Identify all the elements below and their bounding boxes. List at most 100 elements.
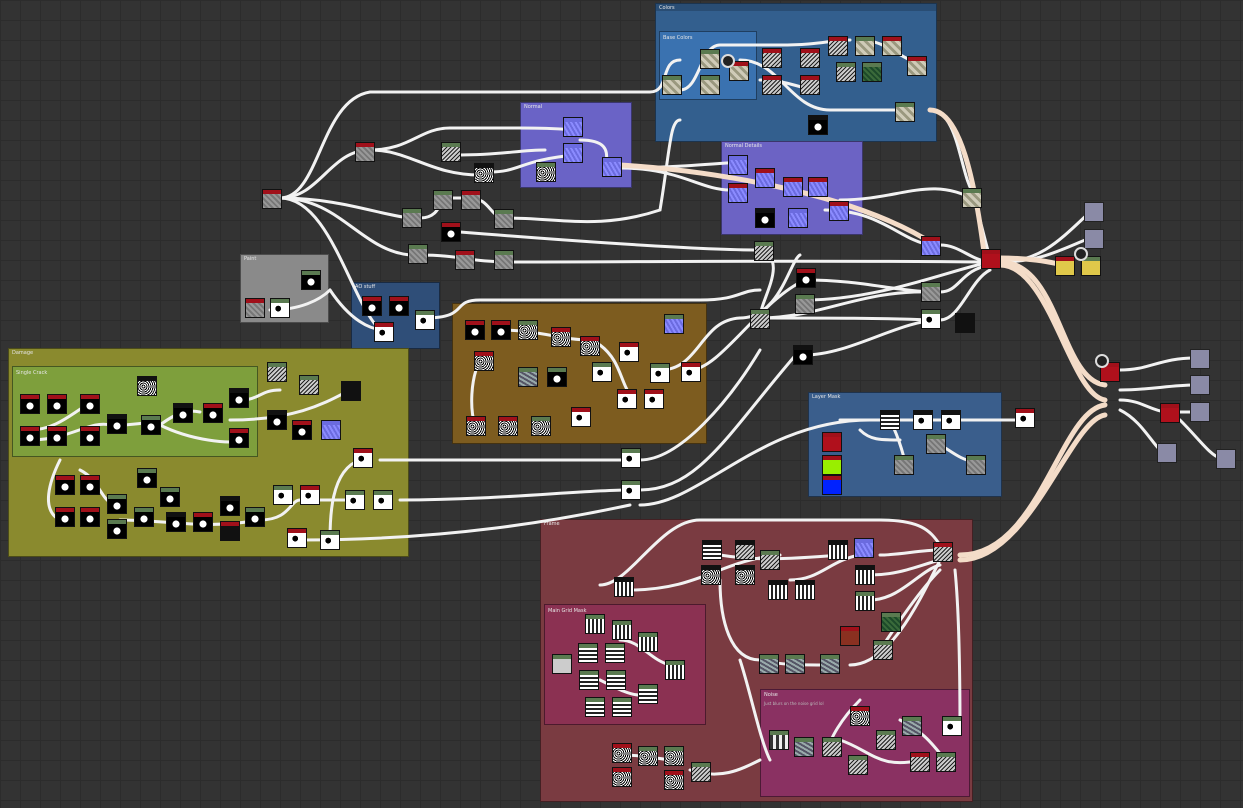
graph-node[interactable] — [822, 737, 842, 757]
graph-node[interactable] — [20, 394, 40, 414]
graph-node[interactable] — [855, 565, 875, 585]
output-node-3[interactable] — [1190, 349, 1210, 369]
graph-node[interactable] — [362, 296, 382, 316]
graph-node[interactable] — [474, 351, 494, 371]
graph-node[interactable] — [498, 416, 518, 436]
graph-node[interactable] — [700, 75, 720, 95]
graph-node[interactable] — [461, 190, 481, 210]
graph-node[interactable] — [455, 250, 475, 270]
graph-node[interactable] — [563, 143, 583, 163]
graph-node[interactable] — [592, 362, 612, 382]
graph-node[interactable] — [229, 428, 249, 448]
graph-node[interactable] — [955, 313, 975, 333]
graph-node[interactable] — [585, 697, 605, 717]
graph-node[interactable] — [402, 208, 422, 228]
graph-node[interactable] — [638, 684, 658, 704]
graph-node[interactable] — [355, 142, 375, 162]
graph-node[interactable] — [47, 426, 67, 446]
graph-node[interactable] — [389, 296, 409, 316]
graph-node[interactable] — [638, 632, 658, 652]
graph-node[interactable] — [321, 420, 341, 440]
graph-node[interactable] — [1055, 256, 1075, 276]
graph-node[interactable] — [579, 670, 599, 690]
layers-icon[interactable] — [721, 54, 735, 68]
graph-node[interactable] — [267, 410, 287, 430]
graph-node[interactable] — [855, 591, 875, 611]
graph-node[interactable] — [1160, 403, 1180, 423]
graph-node[interactable] — [612, 767, 632, 787]
graph-node[interactable] — [518, 367, 538, 387]
graph-node[interactable] — [1100, 362, 1120, 382]
graph-node[interactable] — [769, 730, 789, 750]
graph-node[interactable] — [166, 512, 186, 532]
graph-node[interactable] — [829, 201, 849, 221]
graph-node[interactable] — [55, 507, 75, 527]
graph-node[interactable] — [614, 577, 634, 597]
graph-node[interactable] — [638, 746, 658, 766]
graph-node[interactable] — [267, 362, 287, 382]
graph-node[interactable] — [808, 177, 828, 197]
graph-node[interactable] — [800, 48, 820, 68]
graph-node[interactable] — [292, 420, 312, 440]
graph-node[interactable] — [735, 540, 755, 560]
graph-node[interactable] — [785, 654, 805, 674]
graph-node[interactable] — [880, 410, 900, 430]
graph-node[interactable] — [795, 294, 815, 314]
output-node-1[interactable] — [1084, 202, 1104, 222]
graph-node[interactable] — [755, 168, 775, 188]
graph-node[interactable] — [299, 375, 319, 395]
graph-node[interactable] — [895, 102, 915, 122]
graph-node[interactable] — [287, 528, 307, 548]
graph-node[interactable] — [571, 407, 591, 427]
graph-node[interactable] — [20, 426, 40, 446]
gear-icon[interactable] — [1095, 354, 1109, 368]
graph-node[interactable] — [941, 410, 961, 430]
graph-node[interactable] — [245, 298, 265, 318]
graph-node[interactable] — [933, 542, 953, 562]
graph-node[interactable] — [850, 706, 870, 726]
graph-node[interactable] — [795, 580, 815, 600]
graph-node[interactable] — [203, 403, 223, 423]
graph-node[interactable] — [55, 475, 75, 495]
graph-node[interactable] — [621, 448, 641, 468]
graph-node[interactable] — [794, 737, 814, 757]
graph-node[interactable] — [981, 249, 1001, 269]
graph-node[interactable] — [270, 298, 290, 318]
graph-node[interactable] — [750, 309, 770, 329]
graph-node[interactable] — [580, 336, 600, 356]
graph-node[interactable] — [848, 755, 868, 775]
graph-node[interactable] — [882, 36, 902, 56]
graph-node[interactable] — [466, 416, 486, 436]
graph-node[interactable] — [921, 236, 941, 256]
graph-node[interactable] — [433, 190, 453, 210]
graph-node[interactable] — [220, 496, 240, 516]
graph-node[interactable] — [701, 565, 721, 585]
graph-node[interactable] — [374, 322, 394, 342]
graph-node[interactable] — [894, 455, 914, 475]
graph-node[interactable] — [759, 654, 779, 674]
graph-node[interactable] — [665, 660, 685, 680]
graph-node[interactable] — [762, 75, 782, 95]
graph-node[interactable] — [650, 363, 670, 383]
graph-node[interactable] — [822, 455, 842, 475]
graph-node[interactable] — [220, 521, 240, 541]
graph-node[interactable] — [578, 643, 598, 663]
graph-node[interactable] — [134, 507, 154, 527]
graph-node[interactable] — [822, 475, 842, 495]
output-node-4[interactable] — [1190, 375, 1210, 395]
graph-node[interactable] — [612, 697, 632, 717]
graph-node[interactable] — [728, 183, 748, 203]
graph-node[interactable] — [494, 209, 514, 229]
graph-node[interactable] — [921, 282, 941, 302]
graph-node[interactable] — [664, 770, 684, 790]
graph-node[interactable] — [141, 415, 161, 435]
graph-node[interactable] — [936, 752, 956, 772]
graph-node[interactable] — [441, 222, 461, 242]
graph-node[interactable] — [602, 157, 622, 177]
graph-node[interactable] — [862, 62, 882, 82]
graph-node[interactable] — [910, 752, 930, 772]
graph-node[interactable] — [341, 381, 361, 401]
graph-node[interactable] — [664, 746, 684, 766]
output-node-6[interactable] — [1157, 443, 1177, 463]
output-node-5[interactable] — [1190, 402, 1210, 422]
